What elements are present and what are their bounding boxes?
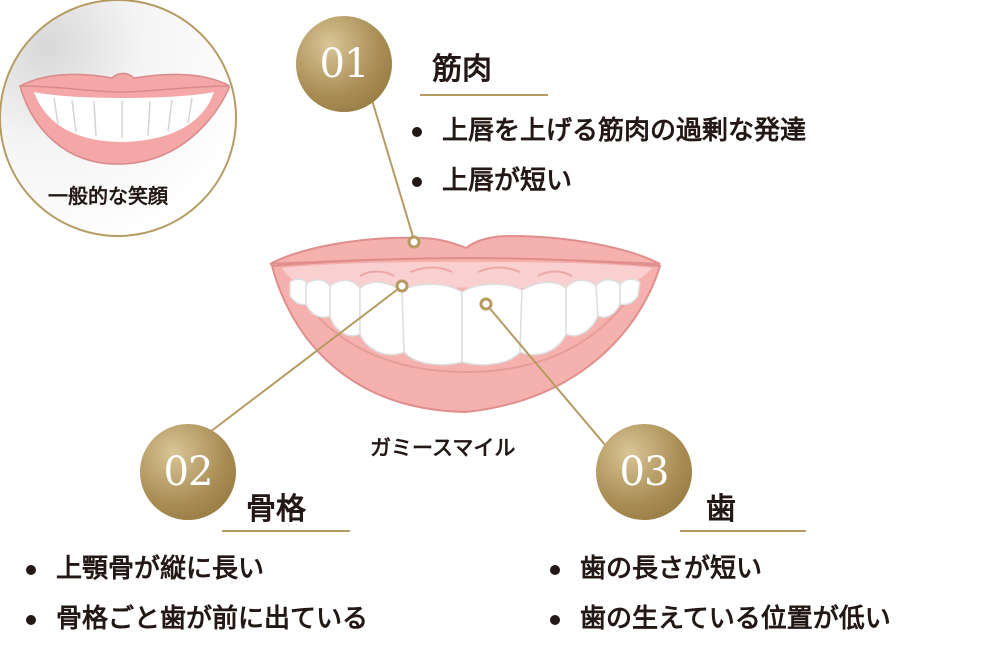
normal-smile-caption: 一般的な笑顔 <box>48 184 168 208</box>
gummy-smile-caption: ガミースマイル <box>370 436 516 460</box>
normal-smile-inset <box>0 0 237 237</box>
factor-02-bullet: 上顎骨が縦に長い <box>22 544 368 594</box>
factor-01-title: 筋肉 <box>432 52 492 87</box>
teeth <box>289 278 641 366</box>
normal-smile-mouth <box>19 72 232 165</box>
factor-01-list: 上唇を上げる筋肉の過剰な発達 上唇が短い <box>408 106 806 206</box>
factor-02-underline <box>222 530 350 532</box>
factor-03-title: 歯 <box>706 492 736 527</box>
leader-dots <box>395 235 493 311</box>
factor-03-badge: 03 <box>596 424 692 520</box>
factor-03-list: 歯の長さが短い 歯の生えている位置が低い <box>546 544 891 644</box>
factor-03-underline <box>680 530 806 532</box>
factor-01-bullet: 上唇を上げる筋肉の過剰な発達 <box>408 106 806 156</box>
factor-01-badge: 01 <box>296 16 392 112</box>
factor-02-list: 上顎骨が縦に長い 骨格ごと歯が前に出ている <box>22 544 368 644</box>
leader-lines <box>209 99 607 447</box>
factor-03-bullet: 歯の長さが短い <box>546 544 891 594</box>
factor-02-title: 骨格 <box>246 492 306 527</box>
factor-02-badge: 02 <box>140 424 236 520</box>
factor-01-bullet: 上唇が短い <box>408 156 806 206</box>
factor-01-underline <box>420 94 548 96</box>
factor-02-bullet: 骨格ごと歯が前に出ている <box>22 594 368 644</box>
gummy-smile-illustration <box>269 234 662 414</box>
factor-03-bullet: 歯の生えている位置が低い <box>546 594 891 644</box>
